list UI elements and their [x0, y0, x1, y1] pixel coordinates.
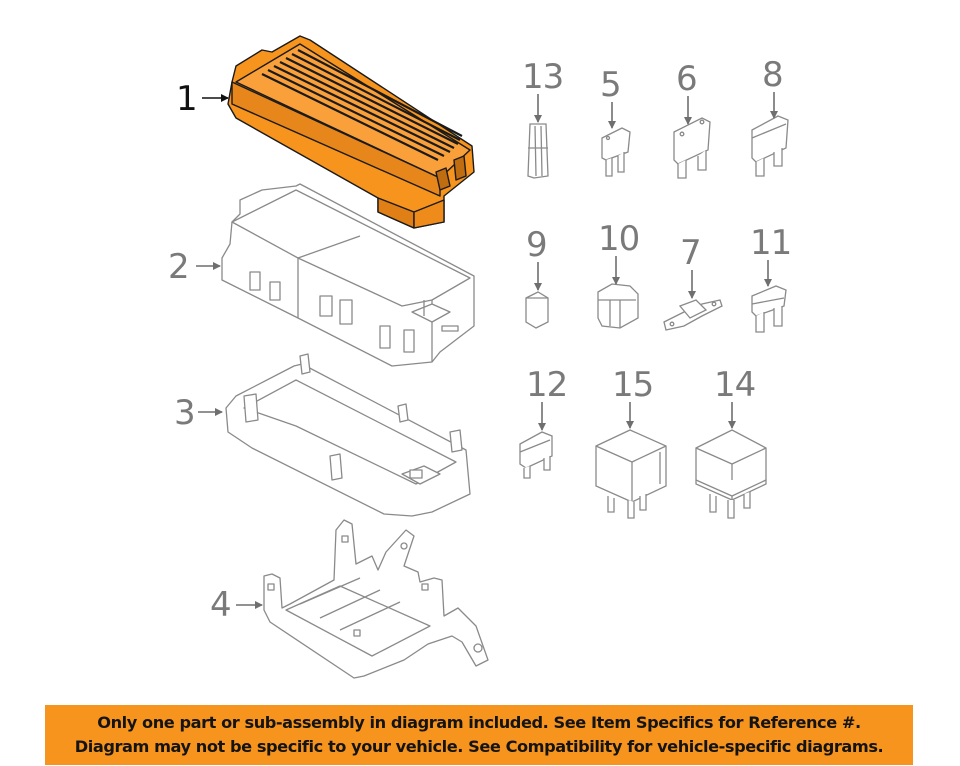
callout-9: 9 [526, 225, 548, 265]
disclaimer-line-2: Diagram may not be specific to your vehi… [74, 737, 884, 756]
callout-12: 12 [526, 365, 568, 405]
part-7-mega-fuse[interactable] [663, 299, 723, 331]
part-4-mounting-bracket[interactable] [263, 519, 489, 679]
part-11-maxi-fuse[interactable] [751, 285, 787, 333]
callout-13: 13 [522, 57, 564, 97]
part-6-standard-fuse[interactable] [673, 117, 711, 179]
callout-8: 8 [762, 55, 784, 95]
callout-6: 6 [676, 59, 698, 99]
part-10-jcase-fuse[interactable] [597, 283, 639, 329]
part-13-connector[interactable] [527, 123, 549, 179]
part-12-low-profile-fuse[interactable] [519, 431, 553, 479]
callout-4: 4 [210, 585, 232, 625]
callout-3: 3 [174, 393, 196, 433]
part-15-relay[interactable] [595, 429, 667, 519]
callout-14: 14 [714, 365, 756, 405]
part-2-upper-housing[interactable] [221, 183, 475, 367]
disclaimer-line-1: Only one part or sub-assembly in diagram… [97, 713, 861, 732]
part-14-relay[interactable] [695, 429, 767, 519]
part-3-lower-housing[interactable] [225, 353, 471, 517]
callout-5: 5 [600, 65, 622, 105]
disclaimer-banner: Only one part or sub-assembly in diagram… [45, 705, 913, 765]
part-5-mini-fuse[interactable] [601, 127, 631, 177]
part-1-fuse-box-cover[interactable] [227, 35, 475, 229]
callout-11: 11 [750, 223, 792, 263]
callout-1: 1 [176, 79, 198, 119]
part-8-maxi-fuse[interactable] [751, 115, 789, 177]
part-9-jcase-small[interactable] [525, 291, 549, 329]
callout-10: 10 [598, 219, 640, 259]
callout-7: 7 [680, 233, 702, 273]
callout-2: 2 [168, 247, 190, 287]
callout-15: 15 [612, 365, 654, 405]
parts-diagram [196, 35, 789, 679]
